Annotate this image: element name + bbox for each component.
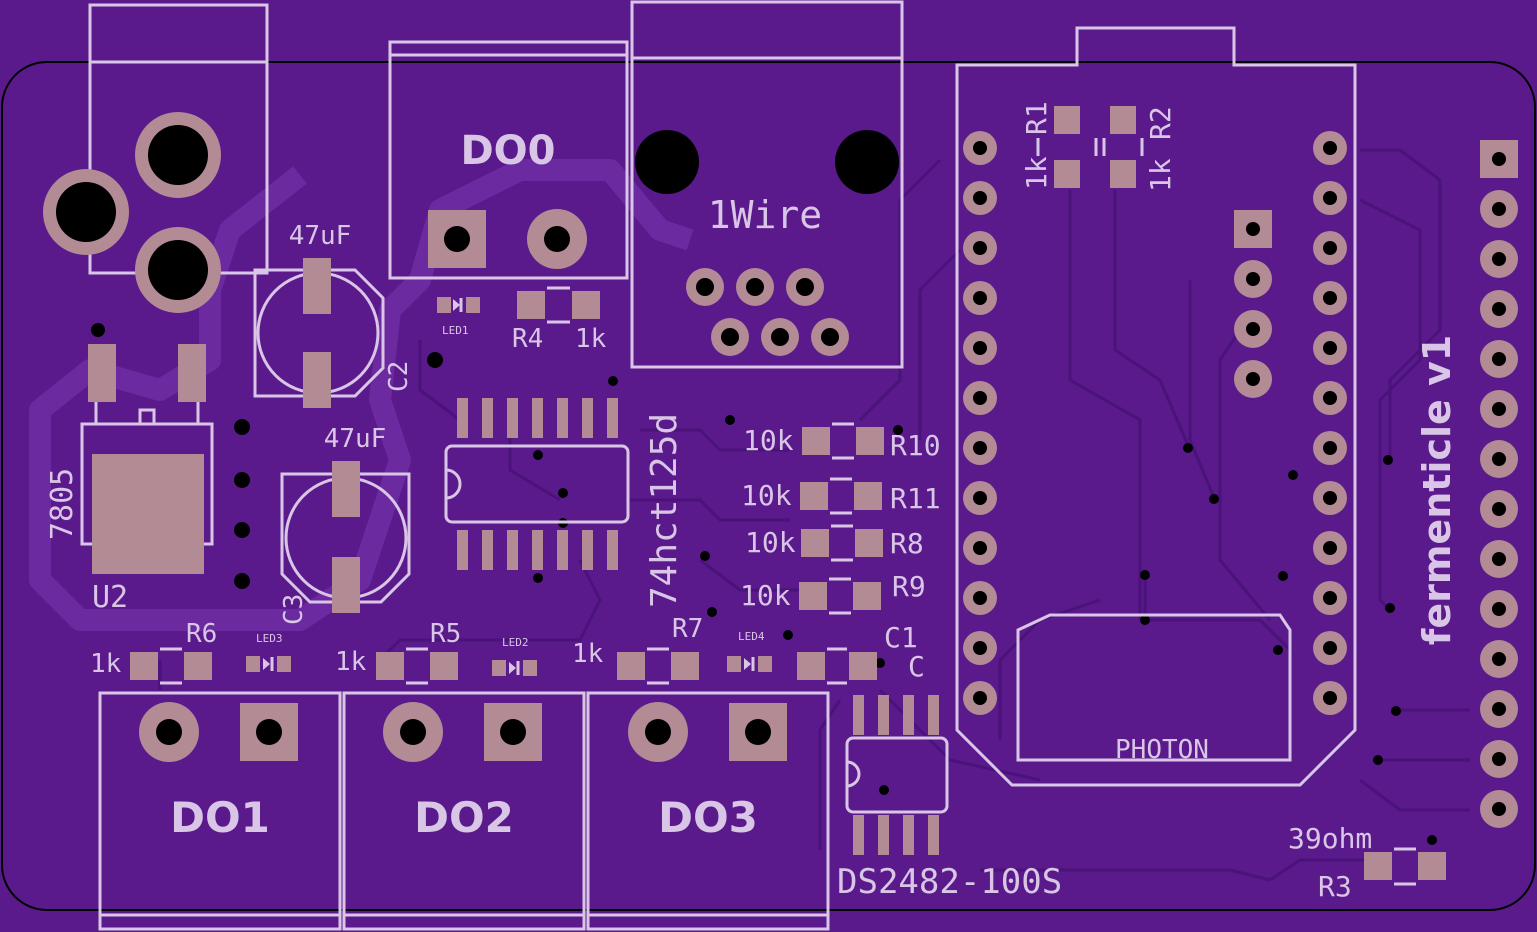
led3-label: LED3	[256, 632, 283, 645]
reg-value: 7805	[45, 468, 80, 540]
do1-label: DO1	[170, 793, 270, 842]
led1	[437, 297, 480, 313]
r8-name: R8	[890, 527, 924, 560]
c1-name: C1	[884, 621, 918, 654]
ic-74-label: 74hct125d	[644, 413, 685, 608]
reg-name: U2	[92, 580, 128, 615]
led4	[727, 656, 772, 672]
r11-resistor	[800, 477, 882, 515]
r4-name: R4	[512, 324, 543, 354]
do3-label: DO3	[658, 793, 758, 842]
r1-value: 1k	[1020, 156, 1053, 190]
c1-value: C	[908, 650, 925, 683]
r1-name: R1	[1020, 101, 1053, 135]
r6-name: R6	[186, 619, 217, 649]
r4-value: 1k	[575, 324, 607, 354]
r11-value: 10k	[741, 479, 792, 512]
do0-label: DO0	[460, 128, 555, 174]
board-title: fermenticle v1	[1415, 335, 1459, 645]
r3-value: 39ohm	[1288, 822, 1372, 855]
photon-right-pins	[1313, 131, 1347, 715]
ic-74hct125d	[444, 398, 630, 570]
r10-name: R10	[890, 429, 941, 462]
ic-ds2482	[845, 695, 949, 855]
r11-name: R11	[890, 482, 941, 515]
c2-capacitor	[253, 258, 385, 408]
led3	[246, 656, 291, 672]
do2-label: DO2	[414, 793, 514, 842]
r8-resistor	[801, 524, 883, 562]
main-header	[1480, 140, 1518, 828]
r7-resistor	[617, 647, 699, 685]
r10-value: 10k	[743, 424, 794, 457]
onewire-label: 1Wire	[708, 193, 822, 237]
do2-connector	[342, 691, 586, 931]
c1-capacitor	[797, 647, 877, 685]
r3-name: R3	[1318, 870, 1352, 903]
c3-name: C3	[279, 594, 309, 625]
photon-left-pins	[963, 131, 997, 715]
traces	[158, 148, 1470, 882]
c2-value: 47uF	[289, 221, 352, 251]
ic-ds-label: DS2482-100S	[837, 862, 1062, 902]
r6-resistor	[130, 647, 212, 685]
board-outline	[1, 61, 1536, 911]
photon-module	[955, 26, 1357, 787]
c2-name: C2	[384, 361, 414, 392]
do3-connector	[586, 691, 830, 931]
r5-name: R5	[430, 619, 461, 649]
led4-label: LED4	[738, 630, 765, 643]
r9-name: R9	[892, 570, 926, 603]
r2-name: R2	[1144, 106, 1177, 140]
do0-connector	[388, 40, 629, 280]
photon-label: PHOTON	[1115, 735, 1209, 765]
r2-value: 1k	[1144, 158, 1177, 192]
r5-resistor	[376, 647, 458, 685]
led2	[492, 660, 537, 676]
r6-value: 1k	[90, 649, 122, 679]
r4-resistor	[517, 286, 600, 324]
led2-label: LED2	[502, 636, 529, 649]
r3-resistor	[1364, 847, 1446, 886]
r1-r2-resistors	[1036, 106, 1144, 188]
c3-capacitor	[280, 461, 411, 613]
onewire-connector	[630, 0, 904, 369]
r7-name: R7	[672, 614, 703, 644]
r5-value: 1k	[335, 647, 367, 677]
do1-connector	[98, 691, 342, 931]
inner-header	[1234, 210, 1272, 398]
r10-resistor	[802, 422, 884, 460]
regulator-7805	[80, 344, 214, 574]
r7-value: 1k	[572, 639, 604, 669]
vias	[91, 323, 1437, 845]
r9-resistor	[799, 577, 881, 615]
r9-value: 10k	[740, 579, 791, 612]
led1-label: LED1	[442, 324, 469, 337]
power-jack	[43, 3, 269, 313]
r8-value: 10k	[745, 526, 796, 559]
c3-value: 47uF	[324, 424, 387, 454]
